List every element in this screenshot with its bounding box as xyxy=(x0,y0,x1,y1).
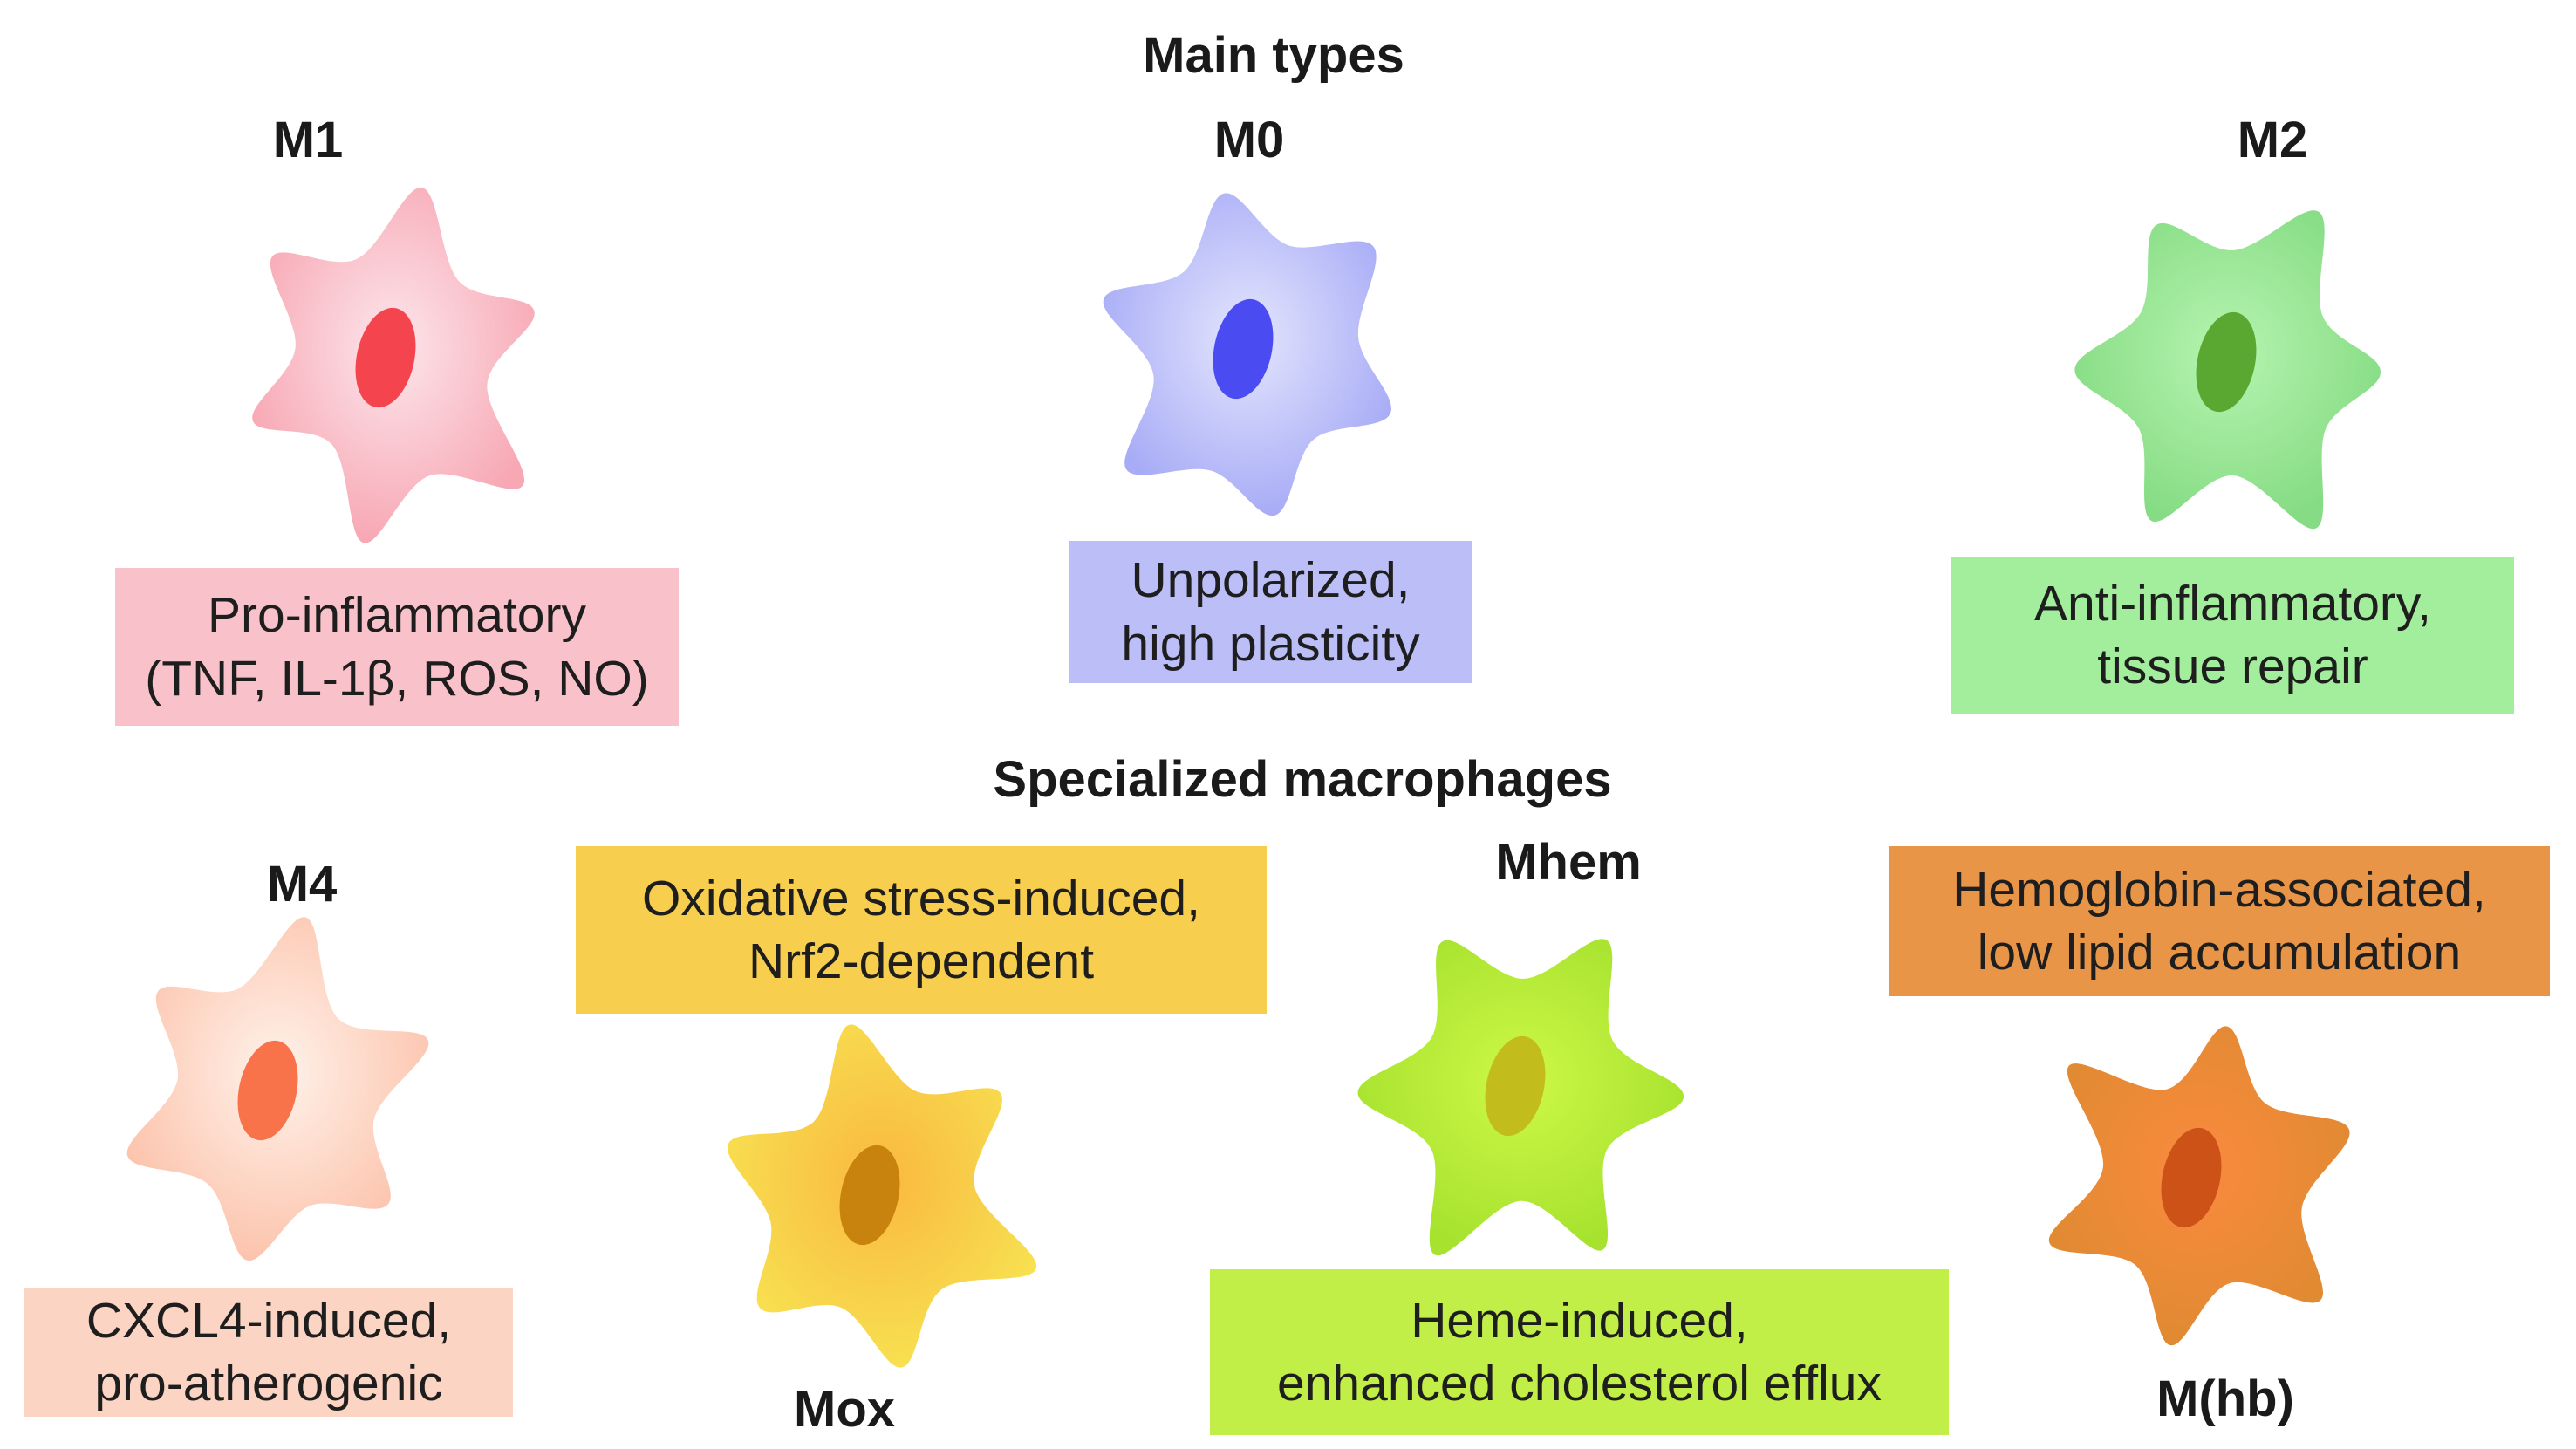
m1-macrophage-icon xyxy=(252,187,535,543)
m2-description-box: Anti-inflammatory, tissue repair xyxy=(1951,557,2514,714)
mox-macrophage-icon xyxy=(728,1024,1037,1368)
mhem-description: Heme-induced, enhanced cholesterol efflu… xyxy=(1277,1292,1882,1411)
mox-description-box: Oxidative stress-induced, Nrf2-dependent xyxy=(576,846,1267,1014)
m1-label: M1 xyxy=(272,112,344,168)
m4-label: M4 xyxy=(266,856,338,912)
m4-description-box: CXCL4-induced, pro-atherogenic xyxy=(24,1288,513,1417)
m2-description: Anti-inflammatory, tissue repair xyxy=(2033,575,2432,694)
mhem-label: Mhem xyxy=(1495,834,1642,891)
m2-label: M2 xyxy=(2237,112,2308,168)
mhb-description: Hemoglobin-associated, low lipid accumul… xyxy=(1952,861,2486,981)
m1-description-box: Pro-inflammatory (TNF, IL-1β, ROS, NO) xyxy=(115,568,679,726)
m0-macrophage-icon xyxy=(1103,193,1391,516)
m4-macrophage-icon xyxy=(126,917,429,1261)
mox-nucleus xyxy=(839,1145,900,1246)
m0-nucleus xyxy=(1213,298,1274,400)
m2-nucleus xyxy=(2196,311,2257,413)
main-types-heading: Main types xyxy=(1143,27,1404,84)
mhb-macrophage-icon xyxy=(2048,1026,2350,1346)
mhem-macrophage-icon xyxy=(1357,939,1684,1256)
m4-description: CXCL4-induced, pro-atherogenic xyxy=(85,1292,452,1411)
m0-description-box: Unpolarized, high plasticity xyxy=(1069,541,1472,683)
mox-label: Mox xyxy=(794,1381,895,1438)
m2-macrophage-icon xyxy=(2074,210,2381,530)
mhb-description-box: Hemoglobin-associated, low lipid accumul… xyxy=(1889,846,2550,996)
specialized-macrophages-heading: Specialized macrophages xyxy=(993,751,1612,808)
m0-description: Unpolarized, high plasticity xyxy=(1121,552,1420,672)
mhb-nucleus xyxy=(2161,1127,2222,1228)
mhem-nucleus xyxy=(1485,1035,1546,1137)
m0-label: M0 xyxy=(1213,112,1285,168)
m1-nucleus xyxy=(355,307,416,408)
m1-description: Pro-inflammatory (TNF, IL-1β, ROS, NO) xyxy=(145,587,649,707)
m4-nucleus xyxy=(237,1040,298,1141)
mhem-description-box: Heme-induced, enhanced cholesterol efflu… xyxy=(1210,1269,1949,1435)
mhb-label: M(hb) xyxy=(2156,1370,2294,1427)
mox-description: Oxidative stress-induced, Nrf2-dependent xyxy=(642,870,1200,989)
